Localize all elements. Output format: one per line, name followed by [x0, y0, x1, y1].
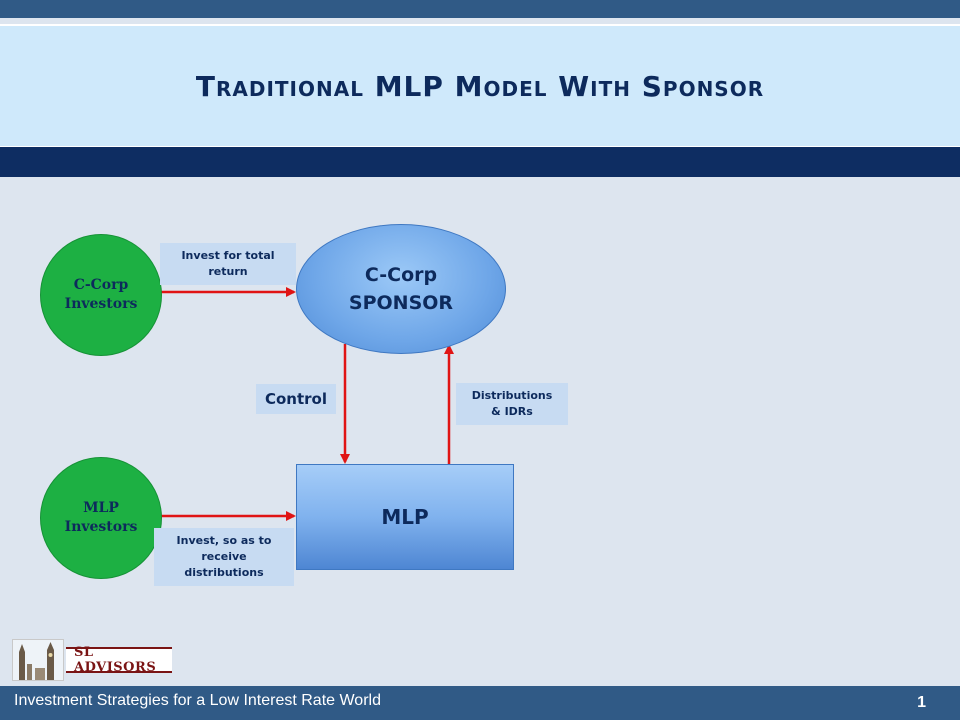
logo-wordmark: SL ADVISORS — [66, 645, 172, 675]
slide-title: Traditional MLP Model With Sponsor — [195, 69, 765, 103]
label-distributions-idrs-text: Distributions & IDRs — [471, 389, 553, 418]
ccorp-sponsor-node: C-Corp SPONSOR — [296, 224, 506, 354]
mlp-node: MLP — [296, 464, 514, 570]
label-control: Control — [256, 384, 336, 414]
footer-text: Investment Strategies for a Low Interest… — [14, 692, 381, 709]
navy-divider-bar — [0, 147, 960, 177]
ccorp-investors-node: C-Corp Investors — [40, 234, 162, 356]
ccorp-investors-line2: Investors — [64, 296, 138, 312]
ccorp-investors-line1: C-Corp — [73, 277, 129, 293]
footer-bar: Investment Strategies for a Low Interest… — [0, 686, 960, 720]
sl-advisors-logo: SL ADVISORS — [12, 639, 172, 681]
top-strip — [0, 0, 960, 18]
label-invest-total-return: Invest for total return — [160, 243, 296, 285]
mlp-investors-line1: MLP — [83, 500, 119, 516]
mlp-investors-line2: Investors — [64, 519, 138, 535]
big-ben-skyline-icon — [12, 639, 64, 681]
label-invest-total-return-text: Invest for total return — [181, 249, 275, 278]
label-invest-receive-distributions-text: Invest, so as to receive distributions — [176, 534, 272, 579]
mlp-investors-node: MLP Investors — [40, 457, 162, 579]
label-invest-receive-distributions: Invest, so as to receive distributions — [154, 528, 294, 586]
mlp-label: MLP — [381, 505, 429, 529]
label-distributions-idrs: Distributions & IDRs — [456, 383, 568, 425]
page-number: 1 — [917, 694, 926, 711]
sponsor-line1: C-Corp — [364, 264, 438, 286]
label-control-text: Control — [264, 390, 327, 408]
sponsor-line2: SPONSOR — [348, 292, 454, 314]
